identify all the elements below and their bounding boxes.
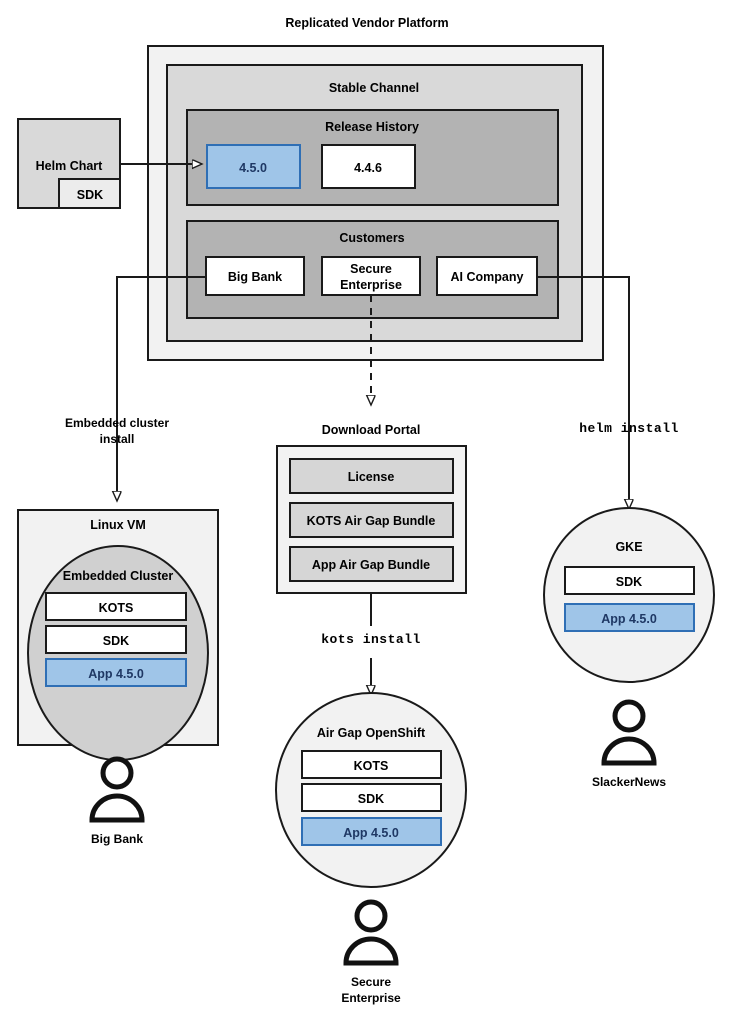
component-label: App 4.5.0 xyxy=(88,667,144,681)
flow-label-embedded-line2: install xyxy=(100,432,135,446)
component-label: App 4.5.0 xyxy=(343,826,399,840)
artifact-label: License xyxy=(348,470,395,484)
component-label: SDK xyxy=(358,792,384,806)
customers-title: Customers xyxy=(339,231,404,245)
person-icon xyxy=(601,699,657,766)
connector-aicompany-to-gke xyxy=(537,276,629,508)
customer-name-line2: Enterprise xyxy=(340,278,402,292)
customer-card-secure-enterprise[interactable] xyxy=(321,256,421,296)
artifact-kots-air-gap-bundle[interactable] xyxy=(289,502,454,538)
component-label: App 4.5.0 xyxy=(601,612,657,626)
linux-vm-title: Linux VM xyxy=(90,518,146,532)
flow-label-embedded-line1: Embedded cluster xyxy=(65,416,169,430)
release-version-label: 4.5.0 xyxy=(239,161,267,175)
helm-chart-sdk-label: SDK xyxy=(77,188,103,202)
artifact-label: App Air Gap Bundle xyxy=(312,558,430,572)
flow-label-kots-install: kots install xyxy=(321,632,421,647)
artifact-label: KOTS Air Gap Bundle xyxy=(307,514,436,528)
helm-chart-sdk-box[interactable] xyxy=(58,178,121,209)
customer-name-label: AI Company xyxy=(451,270,524,284)
helm-chart-label: Helm Chart xyxy=(36,159,104,173)
release-version-label: 4.4.6 xyxy=(354,161,382,175)
component-app[interactable] xyxy=(564,603,695,632)
release-card-4-5-0[interactable] xyxy=(206,144,301,189)
openshift-title: Air Gap OpenShift xyxy=(317,726,426,740)
component-sdk[interactable] xyxy=(564,566,695,595)
component-app[interactable] xyxy=(45,658,187,687)
component-label: KOTS xyxy=(99,601,134,615)
release-history-title: Release History xyxy=(325,120,419,134)
artifact-license[interactable] xyxy=(289,458,454,494)
component-sdk[interactable] xyxy=(301,783,442,812)
owner-label-slackernews: SlackerNews xyxy=(592,775,666,789)
download-portal-title: Download Portal xyxy=(322,423,421,437)
customer-name-line1: Secure xyxy=(350,262,392,276)
component-label: SDK xyxy=(616,575,642,589)
flow-label-helm-install: helm install xyxy=(579,421,679,436)
connector-bigbank-to-linuxvm xyxy=(117,276,206,500)
customer-card-big-bank[interactable] xyxy=(205,256,305,296)
person-icon xyxy=(89,756,145,823)
release-card-4-4-6[interactable] xyxy=(321,144,416,189)
component-label: SDK xyxy=(103,634,129,648)
owner-label-line1: Secure xyxy=(351,975,391,989)
component-sdk[interactable] xyxy=(45,625,187,654)
component-label: KOTS xyxy=(354,759,389,773)
page-title: Replicated Vendor Platform xyxy=(285,16,448,30)
component-kots[interactable] xyxy=(45,592,187,621)
customer-card-ai-company[interactable] xyxy=(436,256,538,296)
component-kots[interactable] xyxy=(301,750,442,779)
owner-label-line2: Enterprise xyxy=(341,991,401,1005)
customer-name-label: Big Bank xyxy=(228,270,282,284)
artifact-app-air-gap-bundle[interactable] xyxy=(289,546,454,582)
embedded-cluster-title: Embedded Cluster xyxy=(63,569,174,583)
stable-channel-title: Stable Channel xyxy=(329,81,419,95)
person-icon xyxy=(343,899,399,966)
owner-label-big-bank: Big Bank xyxy=(91,832,143,846)
gke-title: GKE xyxy=(615,540,642,554)
component-app[interactable] xyxy=(301,817,442,846)
